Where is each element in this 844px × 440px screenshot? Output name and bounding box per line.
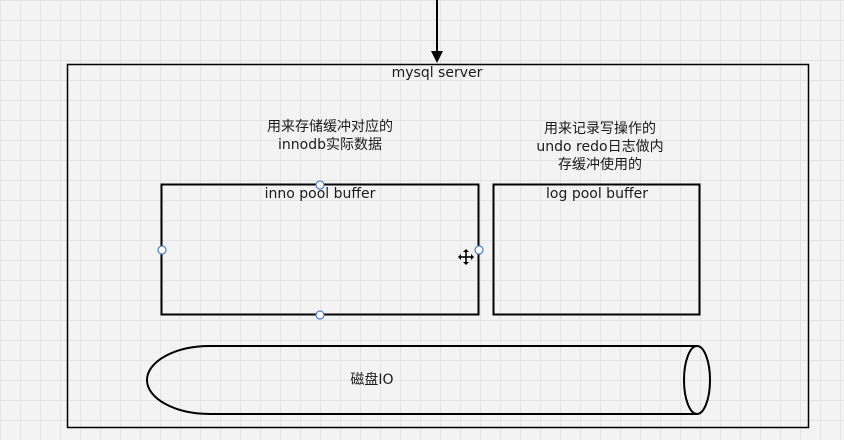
disk-io-label: 磁盘IO bbox=[350, 372, 394, 388]
inno-buffer-note: 用来存储缓冲对应的 innodb实际数据 bbox=[267, 119, 393, 153]
mysql-server-title: mysql server bbox=[391, 65, 483, 81]
selection-handle-left[interactable] bbox=[157, 245, 167, 255]
incoming-arrow bbox=[431, 0, 443, 63]
log-pool-buffer-label: log pool buffer bbox=[546, 186, 648, 202]
selection-handle-top[interactable] bbox=[315, 180, 325, 190]
disk-io-cylinder[interactable] bbox=[146, 345, 711, 415]
mysql-server-box[interactable] bbox=[66, 63, 810, 429]
inno-pool-buffer-label: inno pool buffer bbox=[264, 186, 376, 202]
selection-handle-bottom[interactable] bbox=[315, 310, 325, 320]
move-cursor-icon bbox=[458, 249, 474, 265]
disk-body bbox=[146, 345, 697, 415]
arrow-down-icon bbox=[431, 51, 443, 63]
inno-pool-buffer-box[interactable] bbox=[160, 183, 480, 316]
selection-handle-right[interactable] bbox=[474, 245, 484, 255]
log-buffer-note: 用来记录写操作的 undo redo日志做内 存缓冲使用的 bbox=[536, 121, 664, 173]
log-pool-buffer-box[interactable] bbox=[492, 183, 701, 316]
disk-end-cap bbox=[683, 345, 711, 415]
